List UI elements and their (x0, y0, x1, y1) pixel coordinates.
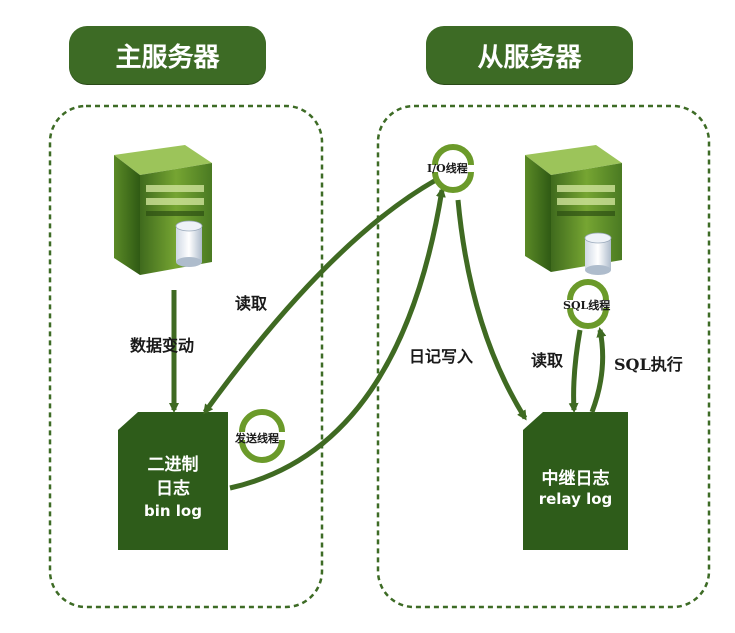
io-thread-icon (432, 144, 474, 193)
write-relay-arrow (455, 199, 528, 421)
slave-container (376, 104, 711, 609)
binlog-line3: bin log (144, 502, 202, 520)
relaylog-line1: 中继日志 (541, 469, 610, 489)
relaylog-document-icon (523, 412, 628, 550)
data-change-label: 数据变动 (130, 336, 195, 355)
read-master-label: 读取 (235, 294, 268, 313)
sql-exec-arrow (589, 327, 607, 413)
send-to-io-arrow (229, 187, 446, 491)
sql-exec-label: SQL执行 (614, 355, 683, 374)
binlog-document-icon (118, 412, 228, 550)
io-thread-label: I/O线程 (427, 162, 468, 175)
slave-title: 从服务器 (426, 26, 633, 84)
dump-thread-icon (239, 409, 285, 463)
read-binlog-arrow (202, 177, 438, 415)
sql-thread-icon (567, 279, 609, 329)
sql-thread-label: SQL线程 (563, 299, 611, 312)
read-slave-label: 读取 (531, 351, 564, 370)
read-relay-arrow (568, 329, 583, 413)
master-container (48, 104, 324, 609)
binlog-line1: 二进制 (147, 455, 199, 475)
relaylog-line2: relay log (538, 490, 613, 508)
write-log-label: 日记写入 (409, 347, 474, 366)
slave-server-icon (525, 145, 622, 275)
binlog-line2: 日志 (156, 479, 190, 499)
master-server-icon (114, 145, 212, 275)
dump-thread-label: 发送线程 (235, 432, 279, 445)
master-title: 主服务器 (69, 26, 266, 84)
